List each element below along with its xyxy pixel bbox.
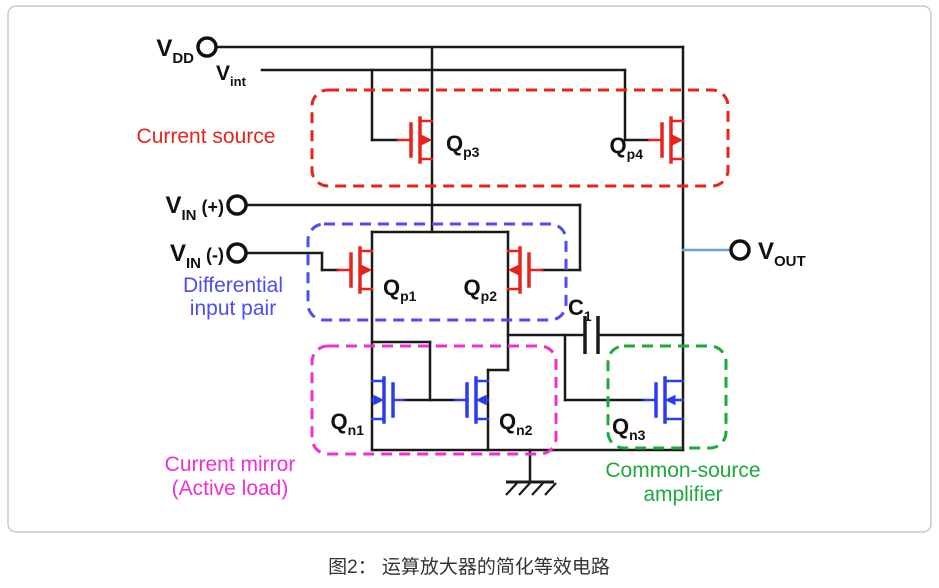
vout-label: VOUT xyxy=(758,238,806,270)
qp2-arrow-icon xyxy=(507,264,519,276)
qn2-arrow-icon xyxy=(475,394,487,406)
current-source-box xyxy=(310,88,730,188)
current-mirror-label-line2: (Active load) xyxy=(172,477,289,500)
vout-terminal xyxy=(729,239,751,261)
differential-pair-label-line2: input pair xyxy=(190,297,276,320)
transistor-qn2 xyxy=(454,376,490,424)
qp3-label: Qp3 xyxy=(446,131,480,160)
vin-minus-label: VIN(-) xyxy=(170,240,224,272)
current-mirror-label-line1: Current mirror xyxy=(165,453,296,476)
qp4-arrow-icon xyxy=(672,134,684,146)
qp2-label: Qp2 xyxy=(464,275,498,304)
qp4-label: Qp4 xyxy=(610,133,644,162)
vin-plus-terminal xyxy=(226,194,248,216)
figure-border xyxy=(7,5,932,533)
common-source-box xyxy=(606,344,728,450)
vdd-terminal xyxy=(196,36,218,58)
vdd-label: VDD xyxy=(156,35,194,67)
vin-minus-terminal xyxy=(226,242,248,264)
transistor-qp1 xyxy=(336,246,374,294)
qn3-label: Qn3 xyxy=(612,414,646,443)
differential-pair-label-line1: Differential xyxy=(183,274,283,297)
qp1-label: Qp1 xyxy=(383,275,417,304)
current-source-label: Current source xyxy=(137,125,276,148)
capacitor-c1 xyxy=(583,316,600,354)
differential-pair-box xyxy=(306,222,568,322)
qn2-label: Qn2 xyxy=(499,409,533,438)
qn1-arrow-icon xyxy=(373,394,385,406)
current-mirror-box xyxy=(310,344,558,456)
qp3-arrow-icon xyxy=(421,134,433,146)
vin-plus-label: VIN(+) xyxy=(165,192,224,224)
transistor-qp2 xyxy=(506,246,544,294)
transistor-qp4 xyxy=(647,116,685,164)
common-source-label-line2: amplifier xyxy=(643,483,722,506)
wire-layer xyxy=(214,45,685,484)
qp1-arrow-icon xyxy=(361,264,373,276)
transistor-qn3 xyxy=(642,376,685,424)
vint-label: Vint xyxy=(216,62,247,89)
c1-label: C1 xyxy=(568,295,592,324)
transistor-qn1 xyxy=(370,376,406,424)
transistor-qp3 xyxy=(396,116,434,164)
common-source-label-line1: Common-source xyxy=(605,459,760,482)
figure-caption: 图2： 运算放大器的简化等效电路 xyxy=(328,556,610,578)
qn3-arrow-icon xyxy=(664,394,676,406)
ground-symbol xyxy=(505,480,557,496)
qn1-label: Qn1 xyxy=(331,409,365,438)
